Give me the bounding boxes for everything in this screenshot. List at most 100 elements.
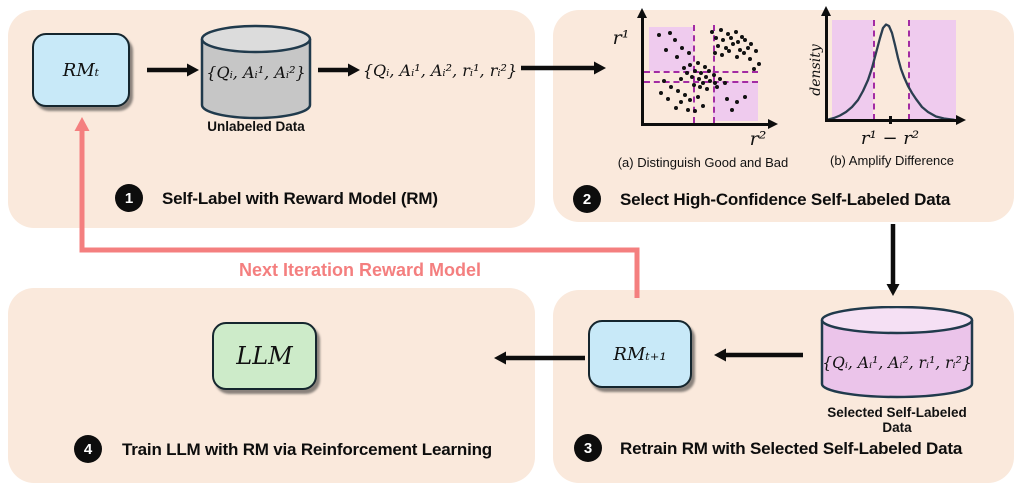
scatter-dot xyxy=(687,51,692,56)
scatter-dot xyxy=(668,84,673,89)
density-tail-region-left xyxy=(832,20,873,120)
next-iteration-label: Next Iteration Reward Model xyxy=(238,260,482,280)
scatter-dot xyxy=(729,108,734,113)
scatter-y-axis-arrow xyxy=(637,8,647,18)
scatter-dot xyxy=(656,32,661,37)
scatter-dot xyxy=(724,96,729,101)
scatter-dot xyxy=(721,37,726,42)
scatter-highconf-region-topleft xyxy=(649,27,693,71)
scatter-dot xyxy=(661,78,666,83)
scatter-dot xyxy=(742,51,747,56)
scatter-dot xyxy=(695,94,700,99)
selected-data-set-text: {Qᵢ, Aᵢ¹, Aᵢ², rᵢ¹, rᵢ²} xyxy=(822,354,972,372)
scatter-dot xyxy=(717,76,722,81)
scatter-threshold-v1 xyxy=(693,25,695,123)
scatter-dot xyxy=(688,98,693,103)
scatter-dot xyxy=(734,55,739,60)
scatter-dot xyxy=(695,61,700,66)
scatter-dot xyxy=(748,57,753,62)
step1-badge: 1 xyxy=(115,184,143,212)
scatter-dot xyxy=(711,72,716,77)
scatter-dot xyxy=(718,27,723,32)
scatter-dot xyxy=(672,37,677,42)
scatter-dot xyxy=(722,80,727,85)
density-x-axis-arrow xyxy=(956,115,966,125)
scatter-dot xyxy=(688,63,693,68)
scatter-dot xyxy=(704,74,709,79)
scatter-dot xyxy=(682,66,687,71)
rm-t-plus-1-label: RMₜ₊₁ xyxy=(613,343,667,365)
rm-t-box: RMₜ xyxy=(32,33,130,107)
density-threshold-right xyxy=(908,20,910,120)
scatter-dot xyxy=(726,31,731,36)
density-tail-region-right xyxy=(910,20,956,120)
scatter-dot xyxy=(692,82,697,87)
scatter-dot xyxy=(723,45,728,50)
scatter-dot xyxy=(712,51,717,56)
step3-label: Retrain RM with Selected Self-Labeled Da… xyxy=(620,439,963,458)
scatter-dot xyxy=(727,49,732,54)
scatter-dot xyxy=(698,84,703,89)
scatter-dot xyxy=(710,29,715,34)
density-caption: (b) Amplify Difference xyxy=(829,153,955,168)
scatter-ylabel: r¹ xyxy=(612,27,630,49)
scatter-dot xyxy=(674,55,679,60)
scatter-dot xyxy=(749,41,754,46)
scatter-dot xyxy=(666,96,671,101)
selected-data-caption: Selected Self-Labeled Data xyxy=(827,405,967,435)
scatter-dot xyxy=(685,108,690,113)
scatter-dot xyxy=(673,106,678,111)
step4-label: Train LLM with RM via Reinforcement Lear… xyxy=(122,440,492,459)
step2-label: Select High-Confidence Self-Labeled Data xyxy=(620,190,951,209)
scatter-dot xyxy=(731,41,736,46)
scatter-dot xyxy=(738,47,743,52)
scatter-dot xyxy=(705,86,710,91)
scatter-dot xyxy=(756,62,761,67)
scatter-x-axis-arrow xyxy=(768,119,778,129)
selected-data-cylinder xyxy=(820,306,974,399)
scatter-y-axis xyxy=(641,16,644,126)
scatter-dot xyxy=(734,100,739,105)
scatter-dot xyxy=(693,69,698,74)
step3-badge: 3 xyxy=(574,434,602,462)
scatter-x-axis xyxy=(641,123,770,126)
step4-badge: 4 xyxy=(74,435,102,463)
scatter-dot xyxy=(735,39,740,44)
scatter-dot xyxy=(715,84,720,89)
scatter-dot xyxy=(700,104,705,109)
density-ylabel: density xyxy=(808,44,824,96)
scatter-dot xyxy=(667,30,672,35)
scatter-dot xyxy=(678,76,683,81)
scatter-dot xyxy=(699,71,704,76)
scatter-dot xyxy=(739,34,744,39)
step1-label: Self-Label with Reward Model (RM) xyxy=(162,189,438,208)
scatter-dot xyxy=(712,80,717,85)
density-y-axis xyxy=(825,14,828,122)
scatter-dot xyxy=(728,35,733,40)
scatter-dot xyxy=(689,74,694,79)
scatter-dot xyxy=(679,45,684,50)
labeled-output-set-text: {Qᵢ, Aᵢ¹, Aᵢ², rᵢ¹, rᵢ²} xyxy=(362,60,518,80)
scatter-dot xyxy=(720,53,725,58)
scatter-dot xyxy=(733,29,738,34)
density-curve xyxy=(828,23,956,120)
scatter-dot xyxy=(684,71,689,76)
scatter-dot xyxy=(683,92,688,97)
scatter-dot xyxy=(716,43,721,48)
scatter-dot xyxy=(751,67,756,72)
scatter-dot xyxy=(707,78,712,83)
scatter-dot xyxy=(663,48,668,53)
scatter-dot xyxy=(678,100,683,105)
step2-badge: 2 xyxy=(573,185,601,213)
unlabeled-data-caption: Unlabeled Data xyxy=(207,119,305,134)
scatter-dot xyxy=(745,45,750,50)
rm-t-plus-1-box: RMₜ₊₁ xyxy=(588,320,692,388)
scatter-xlabel: r² xyxy=(749,128,767,150)
scatter-dot xyxy=(693,109,698,114)
scatter-dot xyxy=(743,94,748,99)
scatter-dot xyxy=(676,88,681,93)
density-xlabel: r¹ − r² xyxy=(860,128,920,149)
scatter-dot xyxy=(703,65,707,70)
density-x-axis xyxy=(825,119,958,122)
